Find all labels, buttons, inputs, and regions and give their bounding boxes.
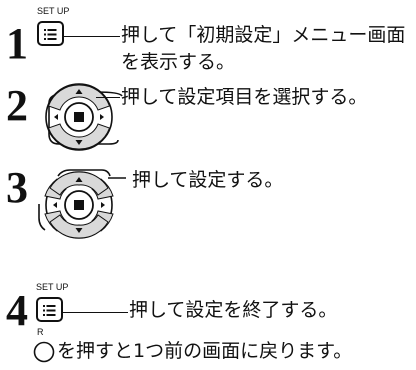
left-right-keys-icon bbox=[38, 169, 126, 239]
setup-button-label-2: SET UP bbox=[36, 282, 69, 292]
step-2-text: 押して設定項目を選択する。 bbox=[121, 86, 368, 108]
up-down-keys-icon bbox=[45, 83, 123, 151]
step-4-leader-line bbox=[63, 312, 128, 313]
return-button-label: R bbox=[37, 327, 44, 337]
step-3-text: 押して設定する。 bbox=[132, 169, 284, 191]
step-2-number: 2 bbox=[6, 81, 28, 130]
setup-button-label: SET UP bbox=[37, 6, 70, 16]
menu-icon-2 bbox=[36, 297, 63, 322]
step-2-leader-line bbox=[96, 97, 120, 98]
step-1-leader-line bbox=[64, 36, 120, 37]
step-3-number: 3 bbox=[6, 163, 28, 212]
step-4-number: 4 bbox=[6, 286, 28, 335]
step-1-number: 1 bbox=[6, 19, 28, 68]
step-4-text: 押して設定を終了する。 bbox=[129, 299, 338, 321]
step-1-text-line-1: 押して「初期設定」メニュー画面 bbox=[121, 24, 406, 46]
return-button-icon bbox=[33, 341, 55, 363]
footer-text: を押すと1つ前の画面に戻ります。 bbox=[57, 340, 353, 362]
step-1-text-line-2: を表示する。 bbox=[121, 51, 236, 73]
menu-icon bbox=[37, 21, 64, 46]
